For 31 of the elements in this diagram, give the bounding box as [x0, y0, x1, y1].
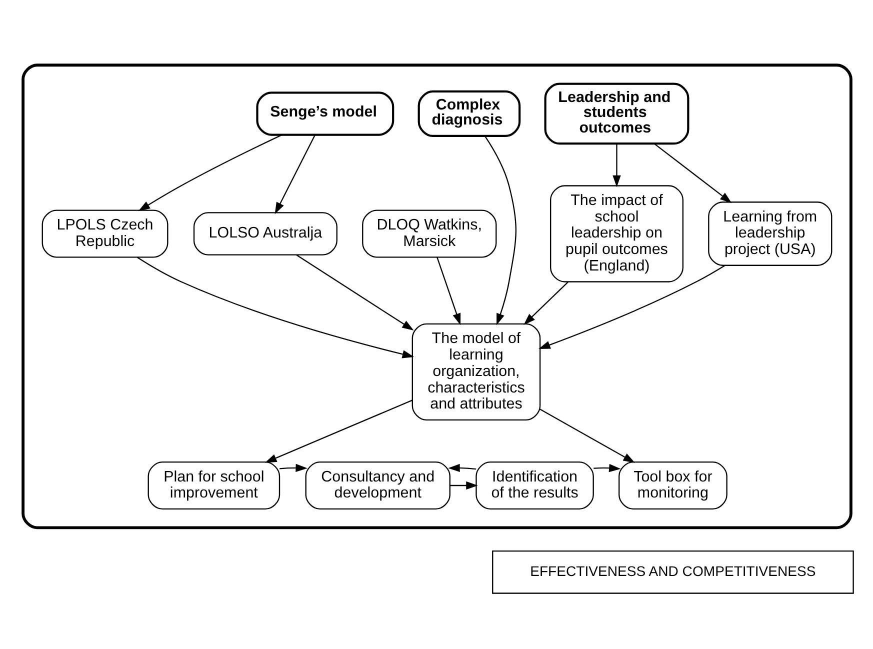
node-box: Senge’s model [256, 92, 394, 136]
arrow [523, 282, 568, 325]
arrow [274, 134, 316, 214]
arrow [539, 408, 634, 463]
node-box: Tool box for monitoring [618, 462, 727, 510]
node-box: LOLSO Australja [192, 212, 337, 256]
arrow [538, 264, 725, 350]
arrow [296, 254, 414, 331]
node-box: Leadership and students outcomes [544, 82, 689, 145]
arrow [136, 256, 414, 358]
node-box: Complex diagnosis [417, 90, 520, 138]
arrow [484, 136, 516, 326]
node-box: Learning from leadership project (USA) [708, 202, 832, 266]
arrow [279, 464, 307, 472]
cluster [21, 64, 852, 530]
arrow [138, 134, 282, 212]
node-box: The impact of school leadership on pupil outcomes (England) [550, 185, 683, 282]
node-box: DLOQ Watkins, Marsick [362, 210, 496, 258]
node-box: LPOLS Czech Republic [41, 210, 168, 258]
arrow [612, 144, 620, 188]
node-box: The model of learning organization, characteristics and attributes [411, 323, 540, 421]
arrow [593, 464, 620, 472]
node-box: Plan for school improvement [147, 462, 280, 510]
arrow [448, 464, 476, 472]
node-box: Identification of the results [475, 462, 594, 510]
label: EFFECTIVENESS AND COMPETITIVENESS [530, 562, 816, 579]
arrow [436, 257, 460, 326]
arrow [264, 400, 412, 463]
arrow [653, 143, 732, 204]
arrow [449, 481, 478, 490]
node-box: Consultancy and development [304, 462, 450, 510]
